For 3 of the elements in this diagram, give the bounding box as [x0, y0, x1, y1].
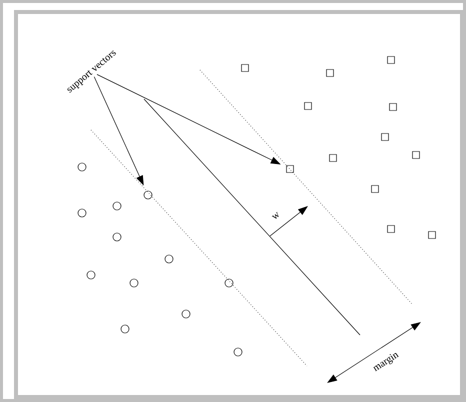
axis-label: w — [272, 212, 279, 219]
support-vector-square — [286, 165, 294, 173]
support-vector-circle — [144, 190, 152, 200]
